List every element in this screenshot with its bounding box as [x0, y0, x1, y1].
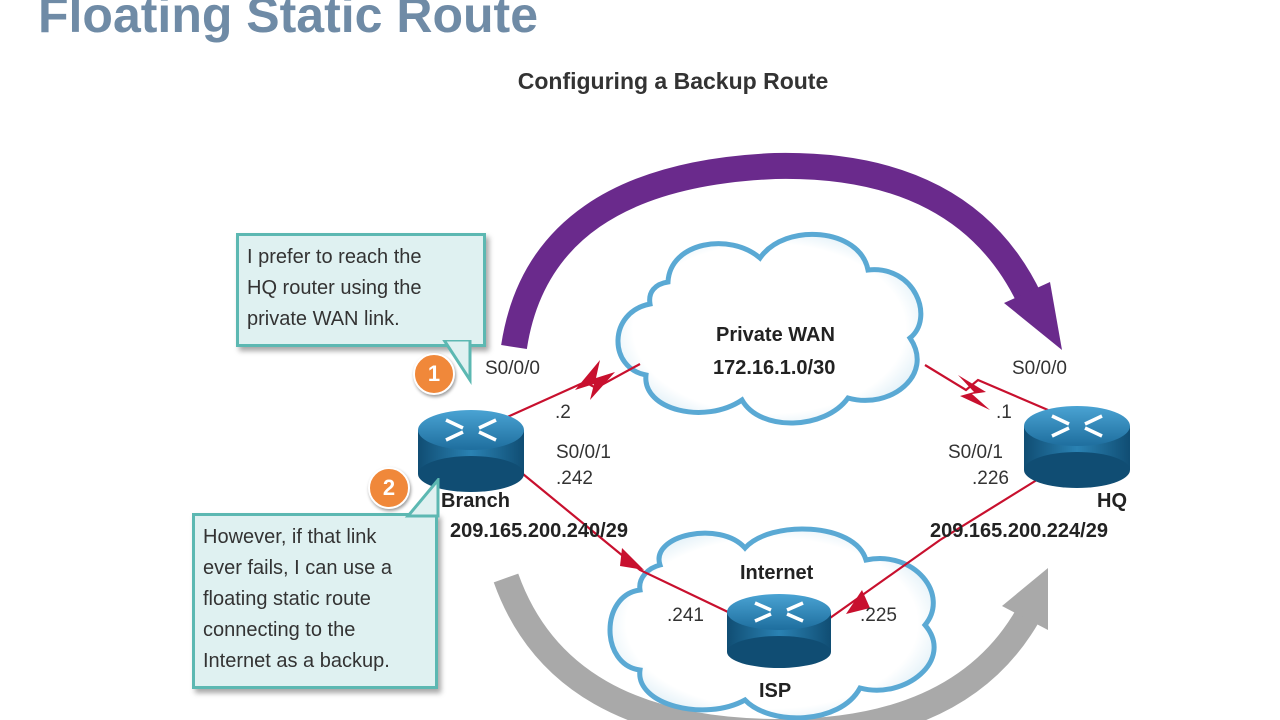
branch-router-label: Branch [441, 490, 510, 512]
hq-s001-label: S0/0/1 [948, 442, 1003, 463]
callout-primary-pointer [442, 340, 472, 386]
callout-backup-pointer [404, 478, 440, 518]
arrow-tip-branch-isp [620, 548, 644, 570]
step-badge-2: 2 [368, 467, 410, 509]
serial-bolt-hq [958, 375, 990, 410]
hq-s000-ip: .1 [996, 402, 1012, 423]
isp-router-label: ISP [759, 680, 792, 702]
callout-backup-line: ever fails, I can use a [203, 557, 392, 579]
private-wan-network: 172.16.1.0/30 [713, 357, 836, 379]
primary-route-arrow [501, 152, 1062, 350]
branch-network-label: 209.165.200.240/29 [450, 520, 628, 542]
step-badge-1: 1 [413, 353, 455, 395]
link-branch-isp [511, 464, 729, 613]
backup-route-arrow [493, 568, 1048, 720]
arrow-tip-hq-isp [846, 590, 870, 614]
hq-router-label: HQ [1097, 490, 1127, 512]
isp-hq-ip: .225 [860, 605, 897, 626]
callout-primary-line: I prefer to reach the [247, 246, 422, 268]
isp-router [727, 594, 831, 668]
branch-s001-ip: .242 [556, 468, 593, 489]
internet-label: Internet [740, 562, 814, 584]
link-hq-isp [829, 477, 1041, 619]
callout-backup-line: However, if that link [203, 526, 377, 548]
hq-network-label: 209.165.200.224/29 [930, 520, 1108, 542]
callout-backup-line: connecting to the [203, 619, 356, 641]
slide-title: Floating Static Route [38, 0, 538, 43]
hq-router [1024, 406, 1130, 488]
callout-primary-line: private WAN link. [247, 308, 400, 330]
callout-primary: I prefer to reach the HQ router using th… [236, 233, 486, 347]
callout-primary-line: HQ router using the [247, 277, 422, 299]
branch-s000-label: S0/0/0 [485, 358, 540, 379]
hq-s001-ip: .226 [972, 468, 1009, 489]
isp-branch-ip: .241 [667, 605, 704, 626]
branch-s001-label: S0/0/1 [556, 442, 611, 463]
diagram-title: Configuring a Backup Route [517, 68, 829, 94]
callout-backup-line: Internet as a backup. [203, 650, 390, 672]
branch-router [418, 410, 524, 492]
branch-s000-ip: .2 [555, 402, 571, 423]
serial-bolt-branch [575, 360, 615, 400]
hq-s000-label: S0/0/0 [1012, 358, 1067, 379]
private-wan-label: Private WAN [716, 324, 835, 346]
callout-backup: However, if that link ever fails, I can … [192, 513, 438, 689]
private-wan-cloud [615, 231, 924, 426]
callout-backup-line: floating static route [203, 588, 371, 610]
